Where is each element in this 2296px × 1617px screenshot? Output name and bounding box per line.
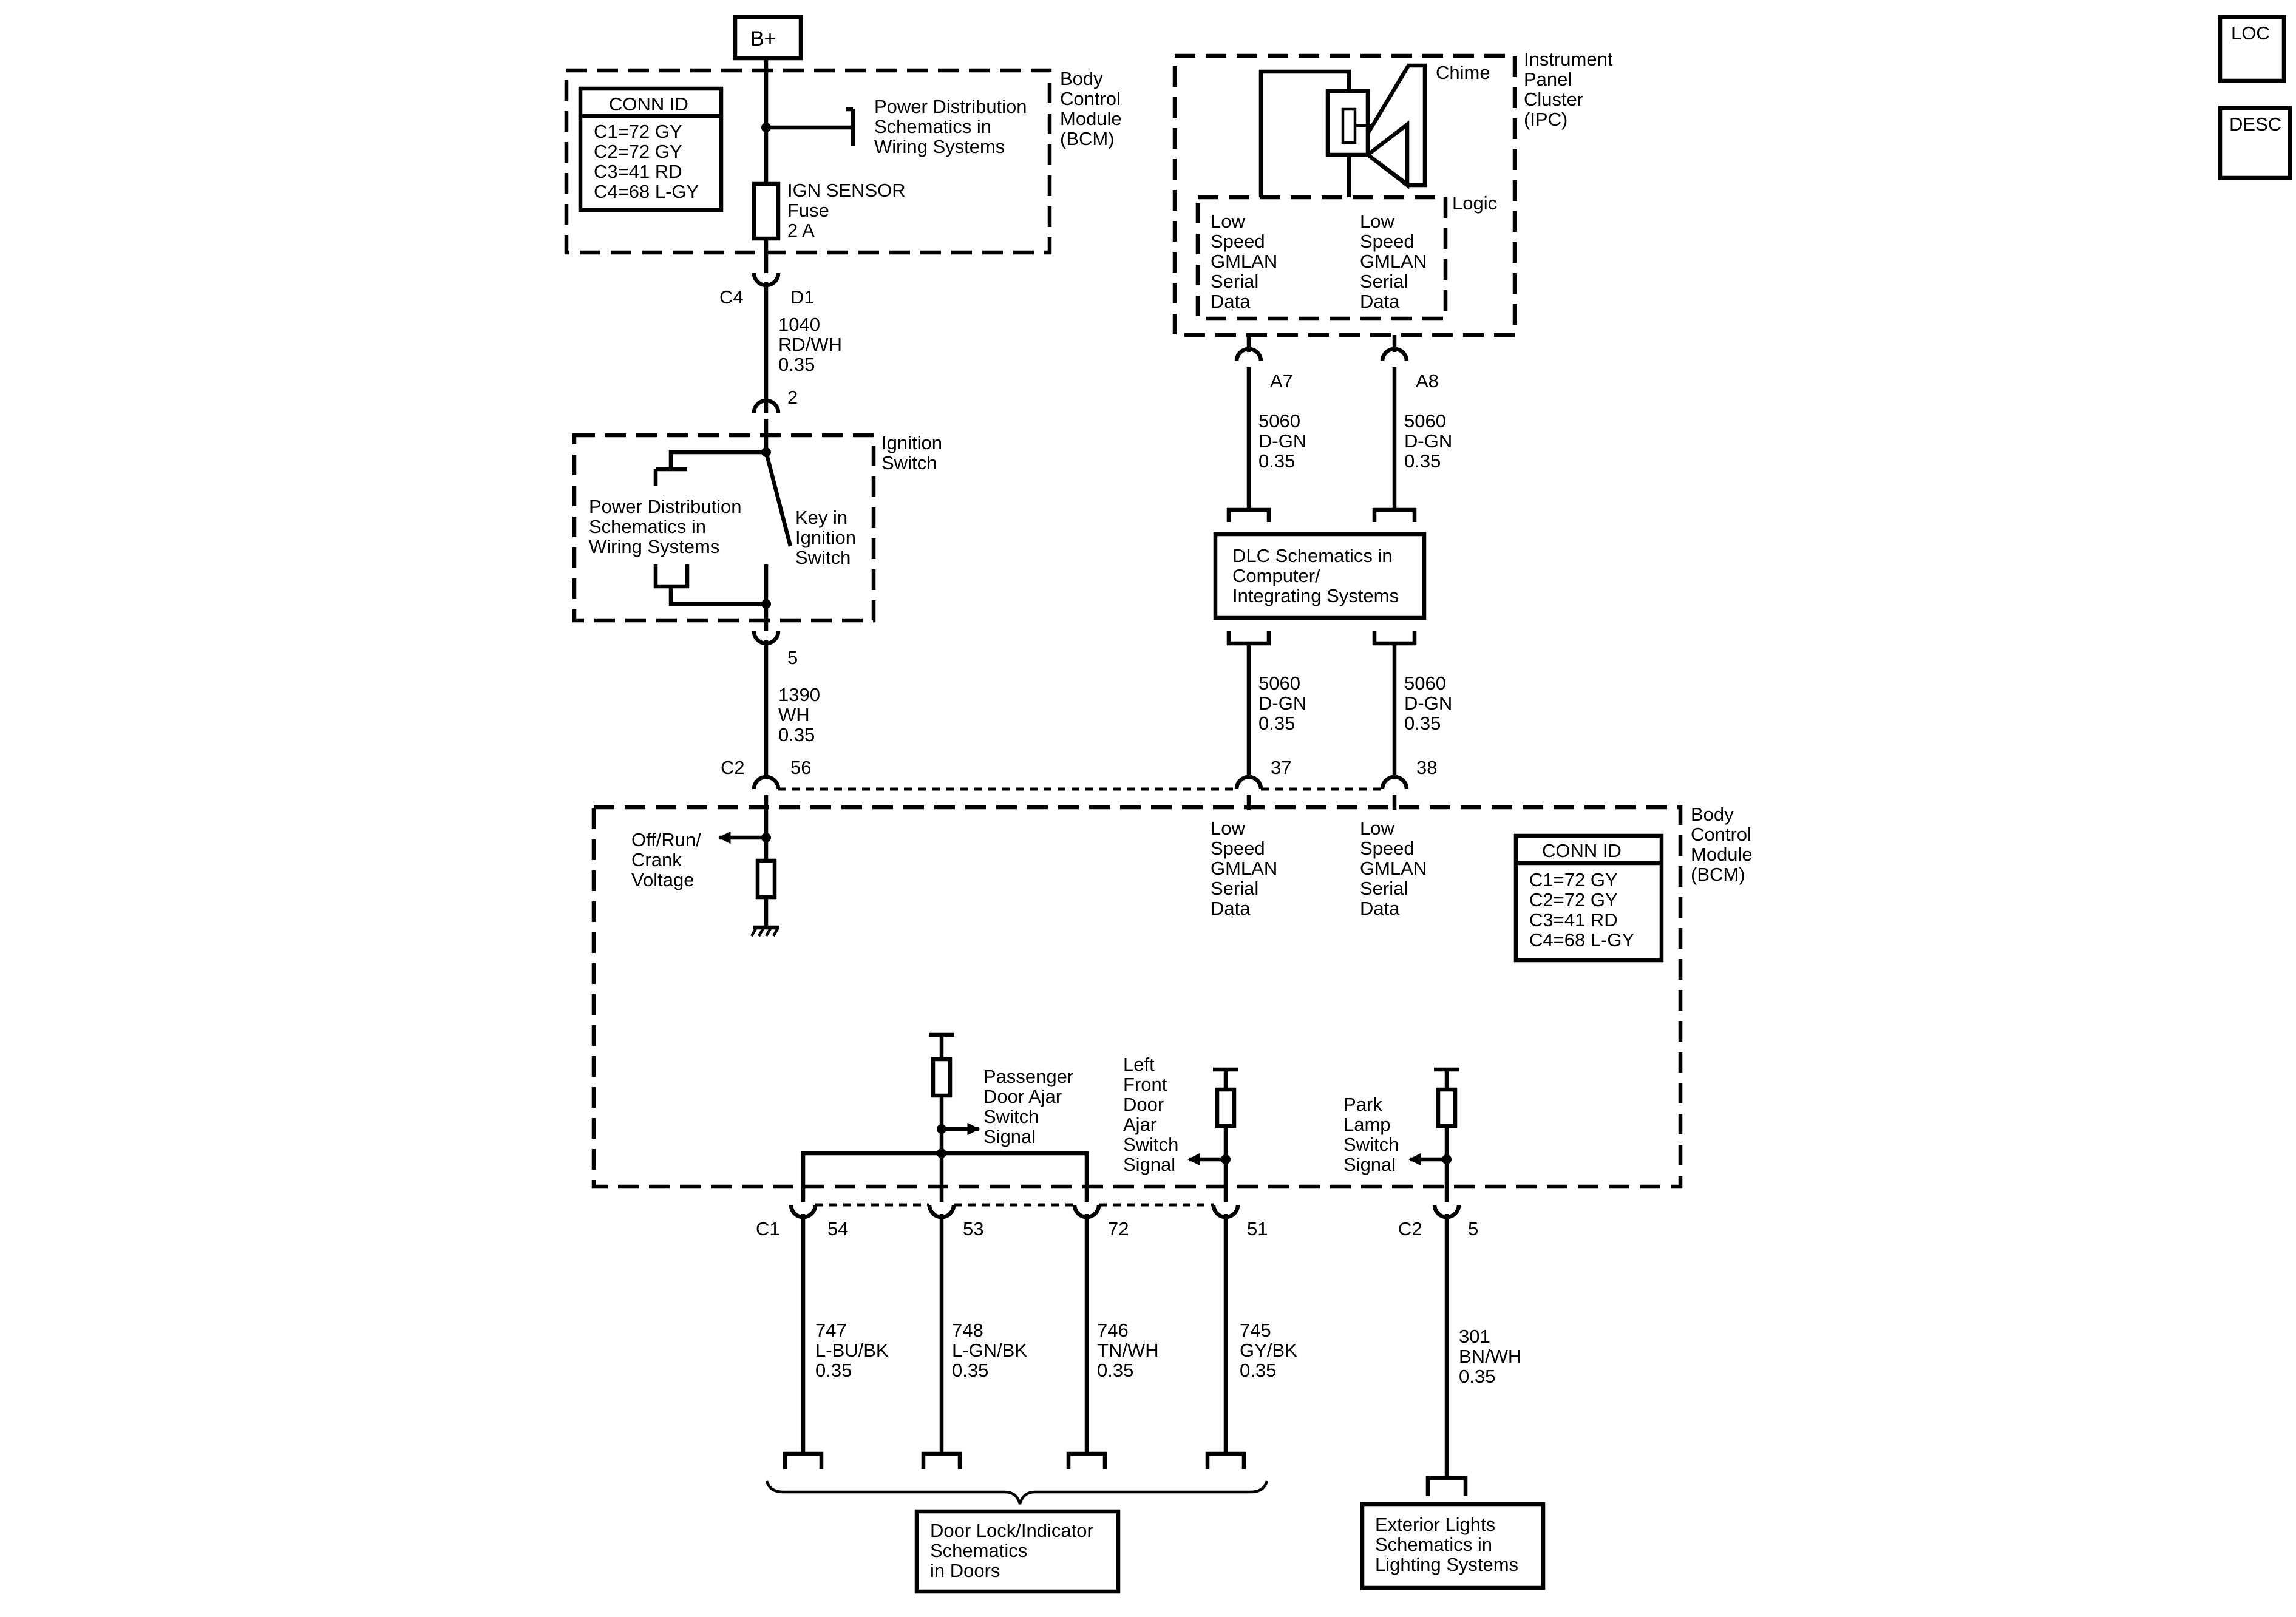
svg-text:38: 38 bbox=[1416, 757, 1437, 778]
ground-icon bbox=[750, 925, 779, 937]
key-switch-contact bbox=[764, 452, 793, 547]
connector-c4-d1: C4 D1 bbox=[719, 273, 815, 401]
bcm-top-conn-id-table bbox=[578, 86, 724, 212]
ipc-logic-label: Logic bbox=[1452, 192, 1497, 214]
connector-ignition-pin-5: 5 bbox=[752, 631, 798, 777]
connector-bcm-37: 37 bbox=[1234, 757, 1291, 790]
dlc-reference-box[interactable]: DLC Schematics in Computer/ Integrating … bbox=[1213, 507, 1427, 646]
wire-5060-label-a8: 5060 D-GN 0.35 bbox=[1404, 410, 1458, 472]
ipc-gmlan-right: Low Speed GMLAN Serial Data bbox=[1360, 211, 1432, 312]
connector-c2-56: C2 56 bbox=[721, 757, 811, 790]
svg-text:2: 2 bbox=[787, 387, 798, 408]
bottom-wires bbox=[783, 1214, 1468, 1496]
ign-sensor-fuse bbox=[752, 181, 781, 241]
svg-text:A8: A8 bbox=[1416, 370, 1439, 392]
wire-301-label: 301 BN/WH 0.35 bbox=[1459, 1326, 1527, 1387]
loc-icon-text: LOC bbox=[2231, 22, 2270, 44]
door-lock-reference-text: Door Lock/Indicator Schematics in Doors bbox=[930, 1520, 1098, 1581]
bcm-top-conn-id-rows: C1=72 GY C2=72 GY C3=41 RD C4=68 L-GY bbox=[594, 121, 699, 202]
bcm-main-title: Body Control Module (BCM) bbox=[1691, 804, 1758, 885]
dlc-reference-text: DLC Schematics in Computer/ Integrating … bbox=[1232, 545, 1399, 606]
desc-icon[interactable]: DESC bbox=[2218, 106, 2292, 180]
bcm-main-conn-id-table bbox=[1513, 833, 1664, 963]
bcm-main-module: Body Control Module (BCM) CONN ID C1=72 … bbox=[591, 795, 1758, 1202]
connector-switch-pin-2: 2 bbox=[752, 387, 798, 452]
exterior-lights-reference-text: Exterior Lights Schematics in Lighting S… bbox=[1375, 1514, 1518, 1575]
bcm-power-distribution-ref: Power Distribution Schematics in Wiring … bbox=[874, 96, 1032, 157]
connector-bcm-38: 38 bbox=[1380, 757, 1437, 790]
wire-5060-label-37: 5060 D-GN 0.35 bbox=[1258, 673, 1312, 734]
wire-1390-label: 1390 WH 0.35 bbox=[778, 684, 826, 745]
battery-label: B+ bbox=[750, 27, 776, 50]
svg-text:37: 37 bbox=[1271, 757, 1291, 778]
desc-icon-text: DESC bbox=[2229, 114, 2281, 135]
loc-icon[interactable]: LOC bbox=[2218, 15, 2286, 83]
ign-sensor-fuse-label: IGN SENSOR Fuse 2 A bbox=[787, 180, 911, 241]
svg-text:C2: C2 bbox=[721, 757, 745, 778]
wire-5060-label-a7: 5060 D-GN 0.35 bbox=[1258, 410, 1312, 472]
ignition-switch: Ignition Switch Power Distribution Schem… bbox=[572, 432, 948, 631]
wire-1040-label: 1040 RD/WH 0.35 bbox=[778, 314, 847, 375]
svg-text:LOC: LOC bbox=[2231, 22, 2270, 44]
instrument-panel-cluster: Instrument Panel Cluster (IPC) Logic Chi… bbox=[1172, 49, 1618, 337]
wire-746-label: 746 TN/WH 0.35 bbox=[1097, 1320, 1164, 1381]
svg-text:53: 53 bbox=[963, 1218, 983, 1239]
connector-ipc-a7: A7 bbox=[1234, 335, 1293, 510]
svg-text:5: 5 bbox=[1468, 1218, 1478, 1239]
svg-text:C1: C1 bbox=[756, 1218, 780, 1239]
chime-label: Chime bbox=[1436, 62, 1490, 83]
wire-747-label: 747 L-BU/BK 0.35 bbox=[815, 1320, 894, 1381]
svg-text:D1: D1 bbox=[790, 286, 815, 308]
chime-speaker-icon bbox=[1325, 89, 1370, 157]
bcm-main-conn-id-title: CONN ID bbox=[1542, 840, 1622, 861]
svg-text:C4: C4 bbox=[719, 286, 744, 308]
exterior-lights-reference-box[interactable]: Exterior Lights Schematics in Lighting S… bbox=[1360, 1502, 1546, 1590]
bcm-gmlan-right: Low Speed GMLAN Serial Data bbox=[1360, 818, 1432, 919]
svg-text:C2: C2 bbox=[1398, 1218, 1422, 1239]
key-in-ignition-switch-label: Key in Ignition Switch bbox=[795, 507, 861, 568]
ignition-switch-title: Ignition Switch bbox=[881, 432, 948, 473]
wire-745-label: 745 GY/BK 0.35 bbox=[1240, 1320, 1302, 1381]
svg-text:72: 72 bbox=[1108, 1218, 1129, 1239]
off-run-crank-voltage-label: Off/Run/ Crank Voltage bbox=[631, 829, 707, 890]
bcm-gmlan-left: Low Speed GMLAN Serial Data bbox=[1211, 818, 1283, 919]
svg-text:B+: B+ bbox=[750, 27, 776, 50]
svg-text:56: 56 bbox=[790, 757, 811, 778]
wire-5060-label-38: 5060 D-GN 0.35 bbox=[1404, 673, 1458, 734]
bcm-top-module: Body Control Module (BCM) CONN ID C1=72 … bbox=[564, 68, 1127, 255]
passenger-door-ajar-label: Passenger Door Ajar Switch Signal bbox=[983, 1066, 1079, 1147]
door-lock-brace bbox=[765, 1480, 1269, 1505]
svg-text:5: 5 bbox=[787, 647, 798, 668]
bcm-top-conn-id-title: CONN ID bbox=[609, 93, 688, 115]
bottom-connectors: C1 54 53 72 51 C2 5 bbox=[756, 1203, 1478, 1239]
bcm-top-title: Body Control Module (BCM) bbox=[1060, 68, 1127, 149]
ipc-gmlan-left: Low Speed GMLAN Serial Data bbox=[1211, 211, 1283, 312]
battery-positive-terminal: B+ bbox=[733, 15, 803, 61]
wire-748-label: 748 L-GN/BK 0.35 bbox=[952, 1320, 1033, 1381]
svg-text:DESC: DESC bbox=[2229, 114, 2281, 135]
door-lock-reference-box[interactable]: Door Lock/Indicator Schematics in Doors bbox=[914, 1509, 1121, 1594]
bcm-main-conn-id-rows: C1=72 GY C2=72 GY C3=41 RD C4=68 L-GY bbox=[1529, 869, 1634, 951]
left-front-door-ajar-label: Left Front Door Ajar Switch Signal bbox=[1123, 1054, 1184, 1175]
ipc-title: Instrument Panel Cluster (IPC) bbox=[1524, 49, 1618, 130]
park-lamp-switch-label: Park Lamp Switch Signal bbox=[1343, 1094, 1404, 1175]
svg-text:54: 54 bbox=[827, 1218, 848, 1239]
ignition-power-distribution-ref: Power Distribution Schematics in Wiring … bbox=[589, 496, 747, 557]
svg-text:A7: A7 bbox=[1270, 370, 1293, 392]
svg-text:51: 51 bbox=[1247, 1218, 1268, 1239]
connector-ipc-a8: A8 bbox=[1380, 335, 1439, 510]
